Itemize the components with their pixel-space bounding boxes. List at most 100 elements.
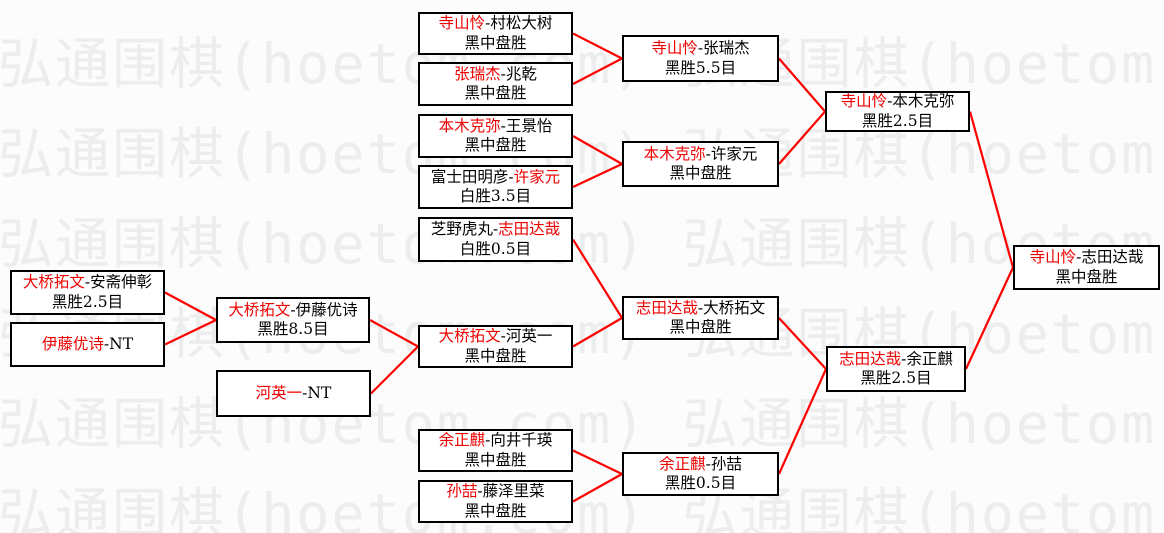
match-box-F: 寺山怜-志田达哉黑中盘胜 <box>1013 245 1160 290</box>
winner-name: 志田达哉 <box>635 298 698 317</box>
match-players: 寺山怜-本木克弥 <box>839 92 957 112</box>
watermark-text: 弘通围棋(hoetom.com) 弘通围棋(hoetom.com) 弘通围棋(h… <box>0 32 1164 96</box>
winner-name: 寺山怜 <box>651 39 698 57</box>
match-players: 本木克弥-王景怡 <box>437 117 555 137</box>
match-box-L1a: 大桥拓文-安斋伸彰黑胜2.5目 <box>10 270 165 315</box>
winner-name: 志田达哉 <box>498 220 561 238</box>
match-players: 志田达哉-大桥拓文 <box>634 299 767 319</box>
match-box-R1b: 张瑞杰-兆乾黑中盘胜 <box>418 62 573 106</box>
winner-name: 余正麒 <box>659 454 706 473</box>
match-result: 黑胜2.5目 <box>51 292 124 311</box>
winner-name: 大桥拓文 <box>228 300 291 319</box>
separator: - <box>705 144 711 163</box>
player-name: 兆乾 <box>505 64 537 83</box>
separator: - <box>508 167 514 186</box>
match-box-QF2: 本木克弥-许家元黑中盘胜 <box>622 141 779 187</box>
winner-name: 大桥拓文 <box>22 273 85 291</box>
match-result: 白胜3.5目 <box>459 187 532 205</box>
match-box-R1a: 寺山怜-村松大树黑中盘胜 <box>418 12 573 55</box>
watermark-text: 弘通围棋(hoetom.com) 弘通围棋(hoetom.com) 弘通围棋(h… <box>0 482 1164 533</box>
player-name: 伊藤优诗 <box>295 300 358 319</box>
match-players: 大桥拓文-安斋伸彰 <box>21 273 154 293</box>
separator: - <box>1076 248 1082 266</box>
player-name: 村松大树 <box>490 14 553 32</box>
watermark-text: 弘通围棋(hoetom.com) 弘通围棋(hoetom.com) 弘通围棋(h… <box>0 212 1164 276</box>
player-name: 余正麒 <box>906 349 953 368</box>
match-players: 孙喆-藤泽里菜 <box>444 482 546 502</box>
match-players: 本木克弥-许家元 <box>642 145 760 165</box>
match-result: 黑胜2.5目 <box>861 111 934 130</box>
match-players: 寺山怜-张瑞杰 <box>649 39 751 59</box>
match-result: 黑中盘胜 <box>464 450 527 469</box>
match-result: 黑中盘胜 <box>1055 267 1118 286</box>
match-box-R1c: 本木克弥-王景怡黑中盘胜 <box>418 114 573 158</box>
match-players: 寺山怜-村松大树 <box>437 14 555 34</box>
match-players: 河英一-NT <box>254 384 334 404</box>
match-result: 黑中盘胜 <box>464 84 527 102</box>
match-players: 张瑞杰-兆乾 <box>452 65 539 85</box>
match-result: 黑中盘胜 <box>669 318 732 336</box>
separator: - <box>477 482 483 500</box>
separator: - <box>697 298 704 317</box>
match-box-QF3: 志田达哉-大桥拓文黑中盘胜 <box>622 296 779 340</box>
winner-name: 许家元 <box>513 167 561 186</box>
match-players: 余正麒-向井千瑛 <box>437 431 555 451</box>
player-name: 芝野虎丸 <box>430 220 493 238</box>
match-result: 黑胜5.5目 <box>664 58 737 77</box>
match-players: 志田达哉-余正麒 <box>837 350 955 370</box>
player-name: 张瑞杰 <box>703 39 750 57</box>
player-name: 本木克弥 <box>892 92 955 110</box>
match-box-R1d: 富士田明彦-许家元白胜3.5目 <box>418 165 573 209</box>
separator: - <box>500 327 506 345</box>
match-result: 黑胜0.5目 <box>664 474 737 492</box>
match-box-L2b: 河英一-NT <box>216 370 371 417</box>
winner-name: 志田达哉 <box>839 349 902 368</box>
match-players: 大桥拓文-伊藤优诗 <box>226 301 359 321</box>
winner-name: 本木克弥 <box>438 116 501 135</box>
watermark-text: 弘通围棋(hoetom.com) 弘通围棋(hoetom.com) 弘通围棋(h… <box>0 302 1164 366</box>
match-result: 黑中盘胜 <box>464 33 527 52</box>
separator: - <box>103 334 110 353</box>
match-players: 大桥拓文-河英一 <box>437 327 555 347</box>
winner-name: 大桥拓文 <box>438 327 501 345</box>
separator: - <box>500 64 506 83</box>
match-box-SF1: 寺山怜-本木克弥黑胜2.5目 <box>825 91 970 132</box>
match-box-R1g: 余正麒-向井千瑛黑中盘胜 <box>418 429 573 472</box>
winner-name: 张瑞杰 <box>454 64 501 83</box>
match-box-QF1: 寺山怜-张瑞杰黑胜5.5目 <box>622 35 779 82</box>
match-box-R1e: 芝野虎丸-志田达哉白胜0.5目 <box>418 217 573 262</box>
separator: - <box>887 92 893 110</box>
player-name: NT <box>307 383 332 402</box>
winner-name: 伊藤优诗 <box>41 334 104 353</box>
separator: - <box>901 349 907 368</box>
player-name: 孙喆 <box>710 454 742 473</box>
player-name: NT <box>109 334 134 353</box>
player-name: 富士田明彦 <box>430 167 509 186</box>
match-box-R1f: 大桥拓文-河英一黑中盘胜 <box>418 325 573 368</box>
player-name: 大桥拓文 <box>703 298 766 317</box>
winner-name: 寺山怜 <box>438 14 486 32</box>
player-name: 藤泽里菜 <box>482 482 545 500</box>
separator: - <box>492 220 499 238</box>
match-box-QF4: 余正麒-孙喆黑胜0.5目 <box>622 452 779 496</box>
match-result: 黑中盘胜 <box>464 501 527 520</box>
match-players: 芝野虎丸-志田达哉 <box>429 220 562 240</box>
match-box-L1b: 伊藤优诗-NT <box>10 322 165 367</box>
separator: - <box>290 300 296 319</box>
winner-name: 寺山怜 <box>840 92 888 110</box>
winner-name: 河英一 <box>255 383 303 402</box>
separator: - <box>84 273 91 291</box>
separator: - <box>500 116 506 135</box>
match-result: 黑中盘胜 <box>464 136 527 154</box>
match-result: 黑中盘胜 <box>669 164 732 182</box>
match-players: 富士田明彦-许家元 <box>429 168 562 188</box>
match-result: 白胜0.5目 <box>459 239 532 258</box>
match-players: 伊藤优诗-NT <box>40 335 135 355</box>
match-box-R1h: 孙喆-藤泽里菜黑中盘胜 <box>418 480 573 523</box>
match-result: 黑中盘胜 <box>464 346 527 365</box>
separator: - <box>302 383 308 402</box>
winner-name: 孙喆 <box>446 482 478 500</box>
separator: - <box>485 431 491 449</box>
watermark-text: 弘通围棋(hoetom.com) 弘通围棋(hoetom.com) 弘通围棋(h… <box>0 392 1164 456</box>
